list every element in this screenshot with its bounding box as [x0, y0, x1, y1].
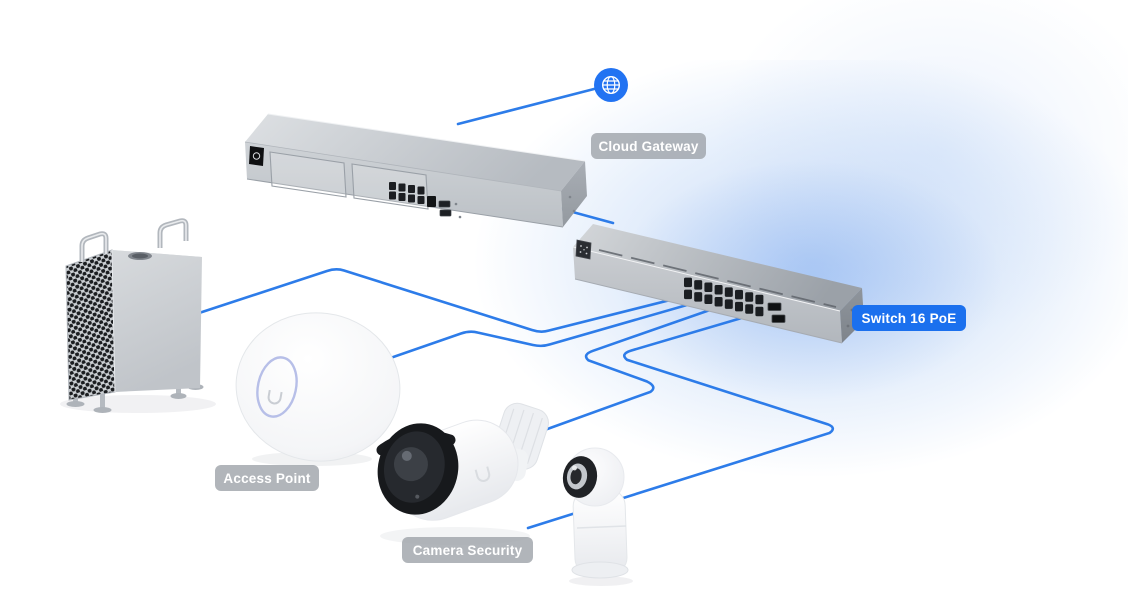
desktop-computer-device[interactable] [60, 218, 216, 413]
access-point-led-ring [256, 356, 298, 418]
flex-camera-lens [562, 456, 598, 498]
switch-ethernet-ports [684, 277, 764, 317]
flex-camera-device[interactable] [560, 447, 633, 586]
bullet-camera-device[interactable] [368, 400, 552, 545]
gateway-screws [454, 195, 576, 219]
poe-switch-device[interactable] [572, 224, 864, 344]
switch-sfp-ports [767, 302, 786, 323]
gateway-ethernet-ports [389, 182, 425, 204]
connection-access-point-line [348, 294, 722, 374]
connection-computer-line [194, 268, 702, 333]
computer-handles [79, 218, 189, 262]
bullet-camera-logo-icon [474, 466, 491, 482]
switch-display-icon [575, 239, 592, 260]
access-point-label: Access Point [215, 465, 319, 491]
gateway-sfp-ports [427, 196, 452, 217]
bullet-camera-lens [377, 423, 459, 515]
access-point-logo-icon [267, 389, 283, 405]
camera-security-label: Camera Security [402, 537, 533, 563]
switch-16-poe-label[interactable]: Switch 16 PoE [852, 305, 966, 331]
internet-globe-icon[interactable] [594, 68, 628, 102]
connection-flex-camera-line [526, 310, 835, 530]
cloud-gateway-label: Cloud Gateway [591, 133, 706, 159]
gateway-display-icon [249, 146, 264, 166]
connection-bullet-camera-line [526, 301, 732, 438]
flex-camera-shadow [569, 576, 633, 586]
cloud-gateway-device[interactable] [244, 113, 587, 228]
access-point-device[interactable] [228, 304, 409, 471]
connection-internet-line [456, 87, 598, 126]
